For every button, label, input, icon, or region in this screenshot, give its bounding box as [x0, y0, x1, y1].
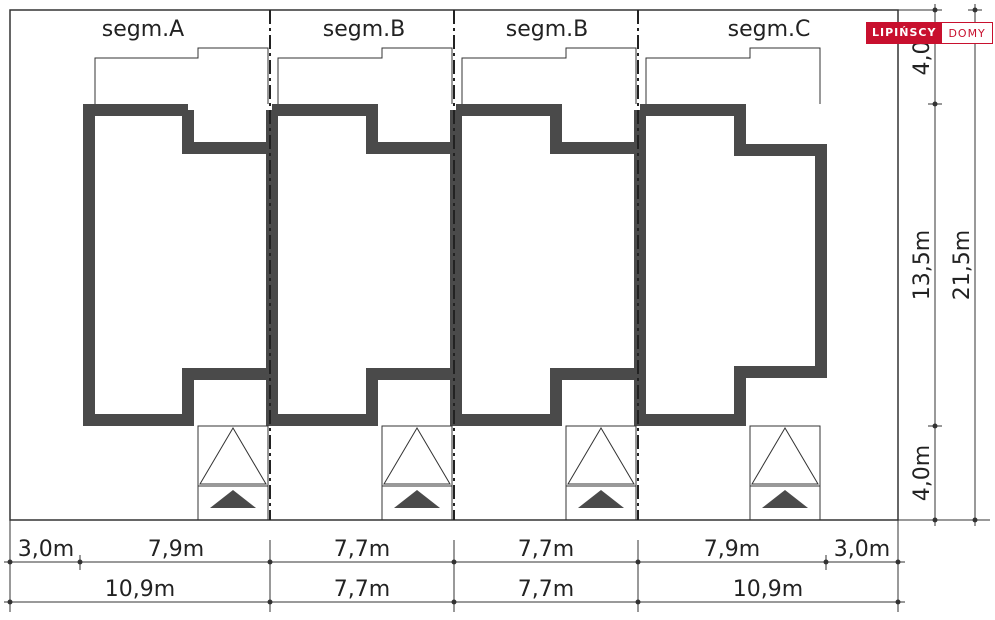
dim-row1-3: 7,7m [518, 537, 574, 562]
parking-boxes [197, 425, 821, 521]
dim-vertical-mid: 13,5m [910, 230, 935, 300]
dim-vertical-bottom: 4,0m [910, 445, 935, 501]
dim-vertical-top: 4,0 [910, 41, 935, 76]
dim-row2-0: 10,9m [105, 577, 175, 602]
dim-row2-3: 10,9m [733, 577, 803, 602]
entrance-triangles [199, 427, 819, 485]
roof-outlines [94, 47, 821, 104]
dim-vertical-total: 21,5m [950, 230, 975, 300]
logo-part2: DOMY [942, 22, 993, 44]
dim-row2-1: 7,7m [334, 577, 390, 602]
dim-row1-1: 7,9m [148, 537, 204, 562]
walls-segment-c [634, 104, 827, 426]
building-walls [83, 104, 827, 426]
walls-segment-a [83, 104, 268, 426]
dim-row1-4: 7,9m [704, 537, 760, 562]
walls-segment-b2 [456, 104, 636, 154]
logo-part1: LIPIŃSCY [866, 22, 943, 44]
segment-label-a: segm.A [102, 17, 184, 42]
segment-label-c: segm.C [728, 17, 811, 42]
segment-label-b2: segm.B [506, 17, 588, 42]
dim-row2-2: 7,7m [518, 577, 574, 602]
segment-label-b1: segm.B [323, 17, 405, 42]
dim-row1-5: 3,0m [834, 537, 890, 562]
segment-dividers [269, 10, 639, 520]
dim-row1-0: 3,0m [18, 537, 74, 562]
walls-segment-b1 [272, 104, 452, 154]
entrance-arrows [210, 490, 808, 508]
dim-row1-2: 7,7m [334, 537, 390, 562]
brand-logo: LIPIŃSCY DOMY [866, 22, 993, 44]
